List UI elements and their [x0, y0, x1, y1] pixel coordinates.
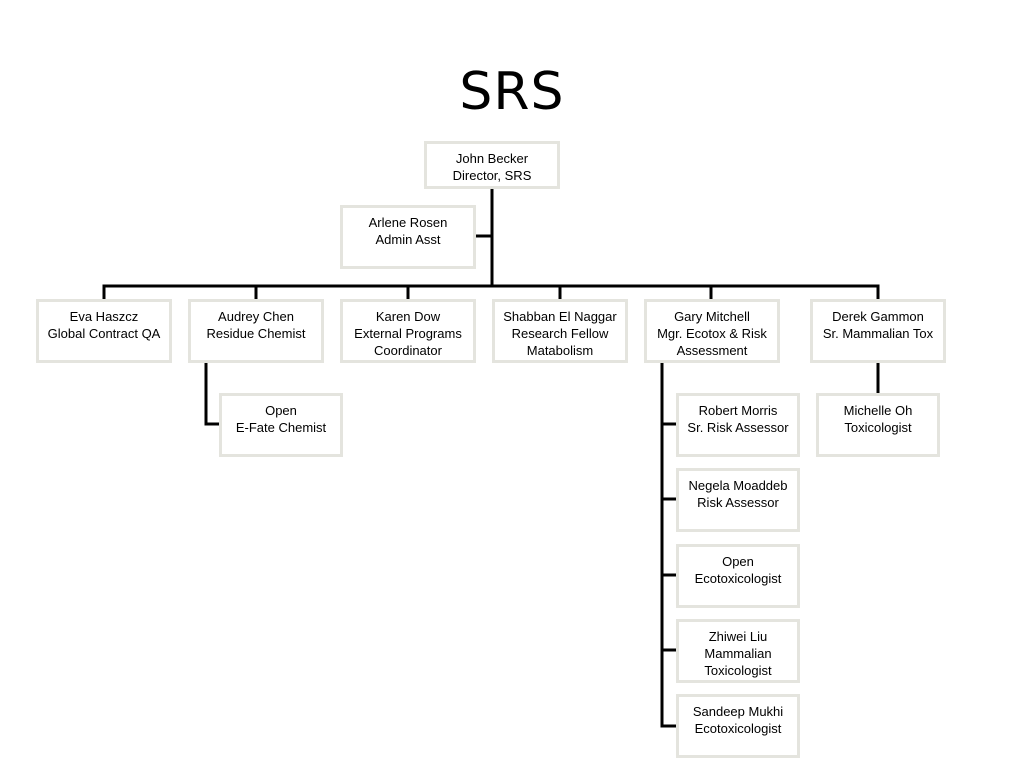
node-name: Open: [722, 554, 754, 569]
node-name: Michelle Oh: [843, 403, 913, 418]
node-eva-haszcz: Eva Haszcz Global Contract QA: [36, 299, 172, 363]
node-role: Mammalian: [704, 646, 772, 661]
node-role: Ecotoxicologist: [694, 571, 782, 586]
node-name: Karen Dow: [375, 309, 441, 324]
node-name: Sandeep Mukhi: [692, 704, 784, 719]
node-role: Sr. Mammalian Tox: [822, 326, 934, 341]
node-open-efate-chemist: Open E-Fate Chemist: [219, 393, 343, 457]
node-sandeep-mukhi: Sandeep Mukhi Ecotoxicologist: [676, 694, 800, 758]
node-role: Admin Asst: [375, 232, 441, 247]
node-name: Derek Gammon: [832, 309, 924, 324]
node-name: Arlene Rosen: [368, 215, 448, 230]
node-role: Risk Assessor: [697, 495, 779, 510]
node-role: Mgr. Ecotox & Risk: [657, 326, 767, 341]
node-name: Open: [265, 403, 297, 418]
page-title: SRS: [459, 62, 565, 122]
node-role: Toxicologist: [844, 420, 912, 435]
node-name: Robert Morris: [698, 403, 778, 418]
node-robert-morris: Robert Morris Sr. Risk Assessor: [676, 393, 800, 457]
node-gary-mitchell: Gary Mitchell Mgr. Ecotox & Risk Assessm…: [644, 299, 780, 363]
node-role-cont: Coordinator: [374, 343, 442, 358]
node-role: Global Contract QA: [47, 326, 161, 341]
node-john-becker: John Becker Director, SRS: [424, 141, 560, 189]
node-name: John Becker: [455, 151, 529, 166]
node-role: Director, SRS: [452, 168, 532, 183]
node-name: Eva Haszcz: [69, 309, 139, 324]
node-shabban-el-naggar: Shabban El Naggar Research Fellow Matabo…: [492, 299, 628, 363]
node-role: Residue Chemist: [206, 326, 306, 341]
node-name: Audrey Chen: [218, 309, 294, 324]
node-name: Gary Mitchell: [674, 309, 750, 324]
node-role: External Programs: [354, 326, 462, 341]
node-role: Ecotoxicologist: [694, 721, 782, 736]
node-role-cont: Toxicologist: [704, 663, 772, 678]
node-karen-dow: Karen Dow External Programs Coordinator: [340, 299, 476, 363]
node-role: E-Fate Chemist: [235, 420, 327, 435]
node-michelle-oh: Michelle Oh Toxicologist: [816, 393, 940, 457]
node-role-cont: Assessment: [676, 343, 748, 358]
node-role-cont: Matabolism: [526, 343, 594, 358]
node-derek-gammon: Derek Gammon Sr. Mammalian Tox: [810, 299, 946, 363]
node-audrey-chen: Audrey Chen Residue Chemist: [188, 299, 324, 363]
node-open-ecotoxicologist: Open Ecotoxicologist: [676, 544, 800, 608]
node-arlene-rosen: Arlene Rosen Admin Asst: [340, 205, 476, 269]
node-name: Zhiwei Liu: [708, 629, 768, 644]
node-role: Research Fellow: [511, 326, 609, 341]
node-name: Negela Moaddeb: [688, 478, 788, 493]
node-negela-moaddeb: Negela Moaddeb Risk Assessor: [676, 468, 800, 532]
node-zhiwei-liu: Zhiwei Liu Mammalian Toxicologist: [676, 619, 800, 683]
node-role: Sr. Risk Assessor: [687, 420, 789, 435]
node-name: Shabban El Naggar: [503, 309, 617, 324]
